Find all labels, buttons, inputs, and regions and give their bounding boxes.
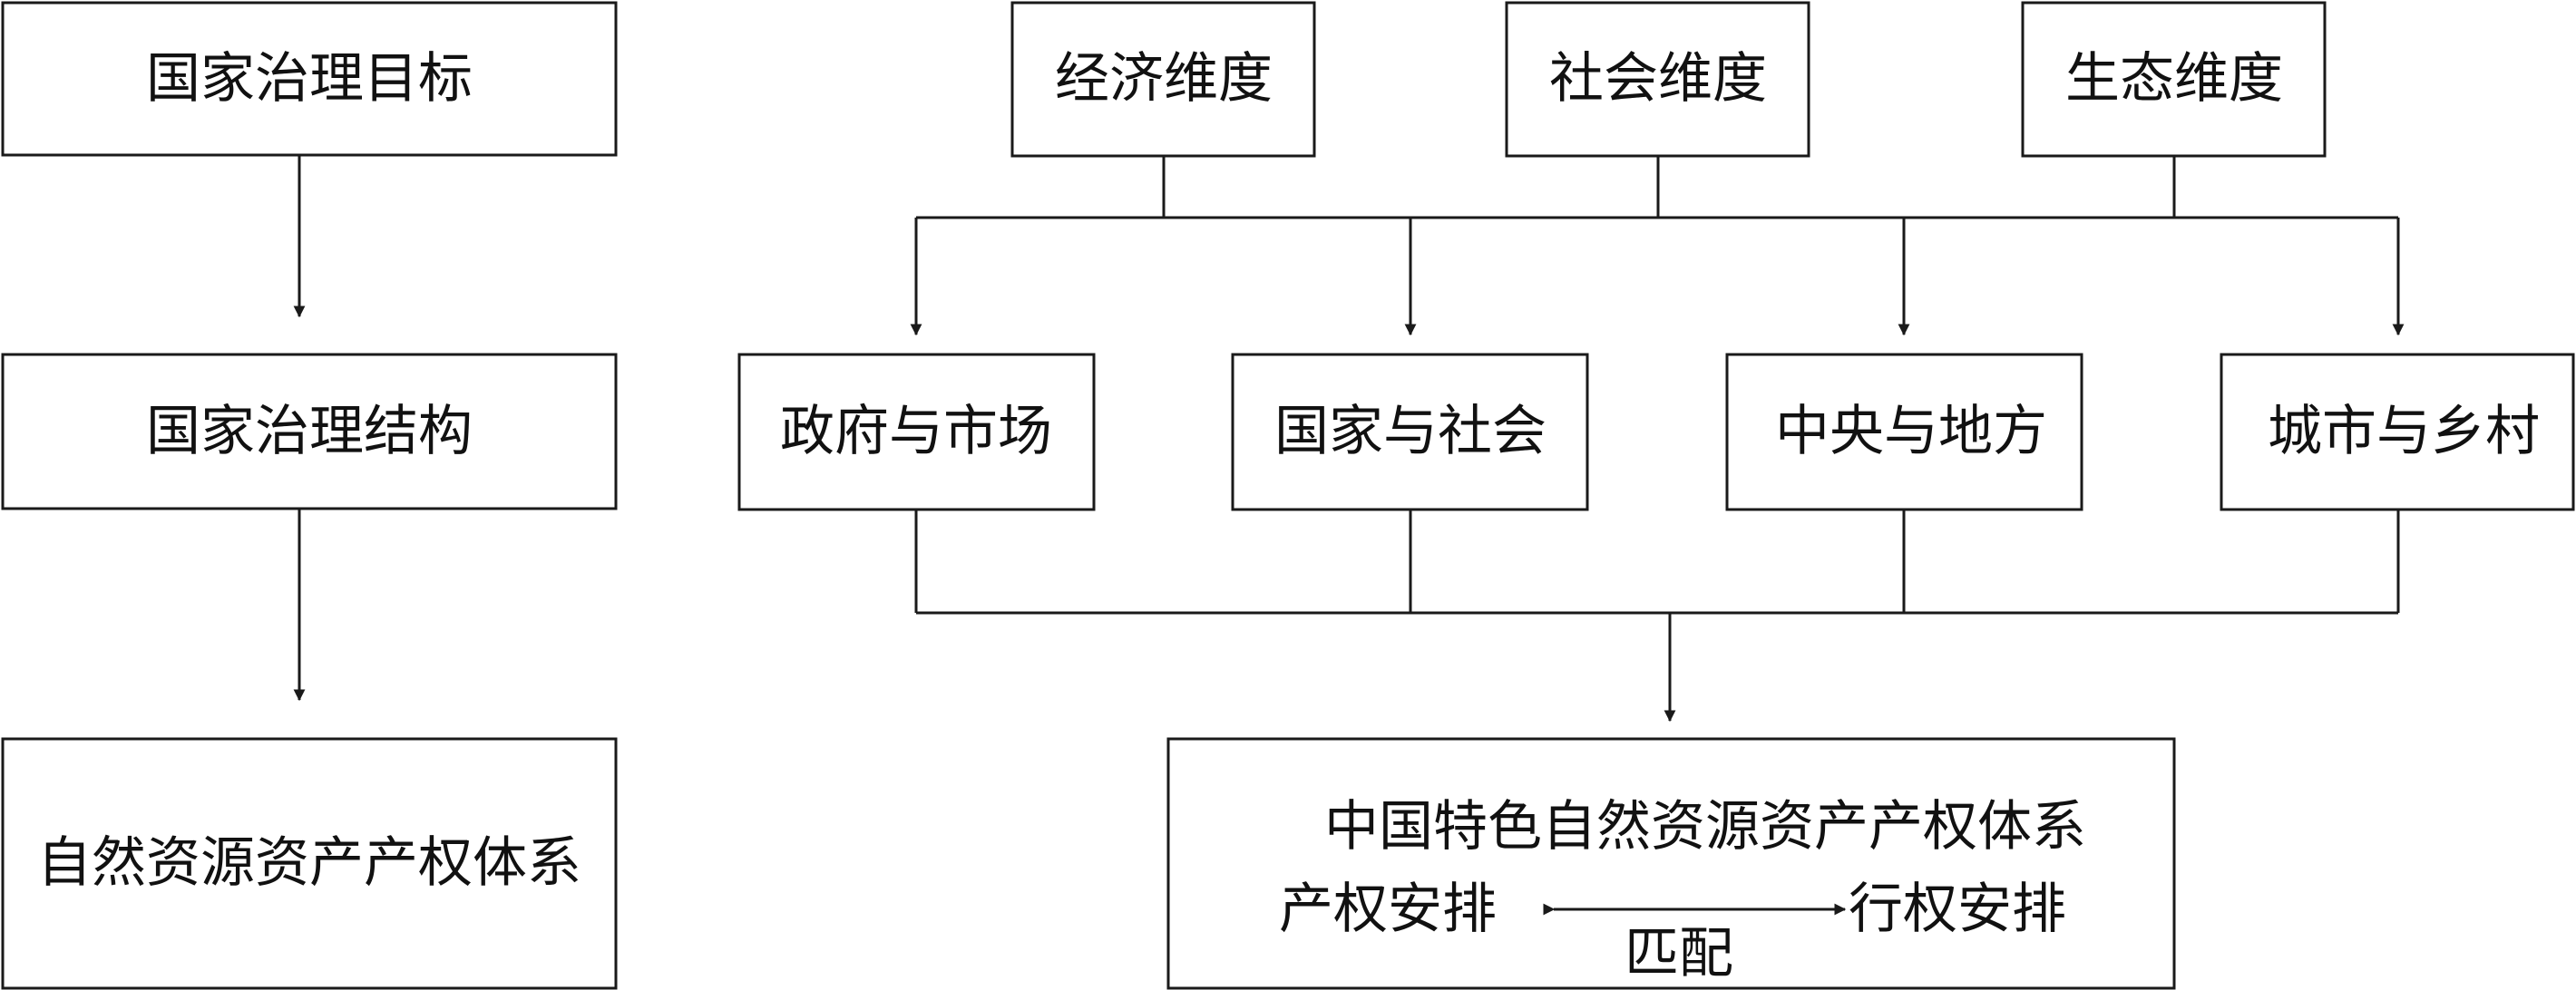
- system-label: 自然资源资产产权体系: [37, 831, 581, 895]
- result-right-label: 行权安排: [1849, 878, 2066, 941]
- relation-label-government-market: 政府与市场: [780, 400, 1052, 463]
- system-box: [1, 737, 618, 990]
- dimension-box-ecological: [2021, 1, 2327, 158]
- result-title: 中国特色自然资源资产产权体系: [1324, 795, 2086, 859]
- result-box: [1166, 737, 2176, 990]
- dimension-label-ecological: 生态维度: [2065, 47, 2283, 111]
- structure-box: [1, 353, 618, 510]
- goal-box: [1, 1, 618, 157]
- relation-label-central-local: 中央与地方: [1775, 400, 2047, 463]
- relation-label-state-society: 国家与社会: [1274, 400, 1547, 463]
- result-left-label: 产权安排: [1279, 878, 1497, 941]
- relations-row: 政府与市场 国家与社会 中央与地方 城市与乡村: [737, 353, 2575, 511]
- dimension-label-social: 社会维度: [1549, 47, 1767, 111]
- dimension-box-economic: [1010, 1, 1316, 158]
- dimension-label-economic: 经济维度: [1055, 47, 1273, 111]
- relation-label-urban-rural: 城市与乡村: [2268, 400, 2540, 463]
- matching-label: 匹配: [1625, 922, 1733, 985]
- relation-box-state-society: [1231, 353, 1589, 511]
- structure-label: 国家治理结构: [146, 400, 473, 463]
- dimension-box-social: [1505, 1, 1810, 158]
- relation-box-central-local: [1725, 353, 2083, 511]
- goal-label: 国家治理目标: [146, 47, 473, 111]
- relation-box-urban-rural: [2220, 353, 2575, 511]
- dimensions-row: 经济维度 社会维度 生态维度: [1010, 1, 2327, 158]
- relation-box-government-market: [737, 353, 1096, 511]
